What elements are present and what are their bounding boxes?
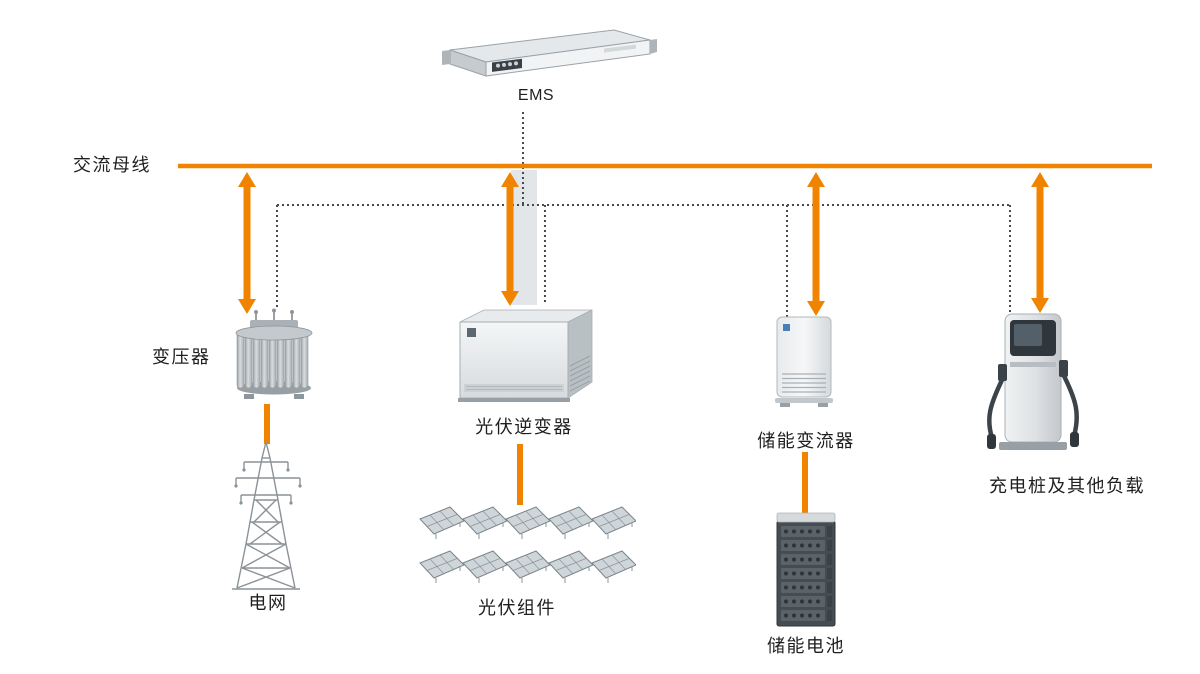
pv-modules-device	[418, 498, 637, 595]
arrow-pv-inverter	[501, 172, 519, 306]
storage-converter-device	[772, 314, 838, 413]
pv-inverter-device	[450, 302, 602, 409]
charging-pile-icon	[987, 313, 1079, 450]
pv-inverter-label: 光伏逆变器	[475, 417, 573, 437]
pv-array-icon	[419, 506, 637, 584]
power-arrows	[238, 172, 1049, 316]
transformer-icon	[235, 308, 313, 399]
arrow-transformer	[238, 172, 256, 314]
battery-device	[772, 510, 840, 637]
arrow-charging-pile	[1031, 172, 1049, 313]
transformer-label: 变压器	[152, 347, 211, 367]
arrow-storage-converter	[807, 172, 825, 316]
pv-modules-label: 光伏组件	[478, 598, 556, 618]
ems-label: EMS	[517, 87, 555, 104]
charging-pile-device	[978, 310, 1086, 463]
ems-server-icon	[442, 29, 657, 77]
storage-converter-label: 储能变流器	[757, 431, 855, 451]
storage-converter-icon	[775, 316, 833, 407]
power-connectors	[264, 404, 808, 513]
battery-cabinet-icon	[776, 512, 836, 627]
ac-bus-label: 交流母线	[73, 155, 151, 175]
grid-tower-icon	[232, 441, 302, 590]
transformer-device	[226, 308, 322, 407]
grid-label: 电网	[248, 593, 288, 613]
pv-inverter-icon	[458, 309, 593, 402]
comm-lines	[276, 112, 1011, 318]
ems-device	[424, 22, 660, 91]
grid-device	[224, 438, 312, 599]
charging-load-label: 充电桩及其他负载	[989, 476, 1145, 496]
battery-label: 储能电池	[767, 636, 845, 656]
